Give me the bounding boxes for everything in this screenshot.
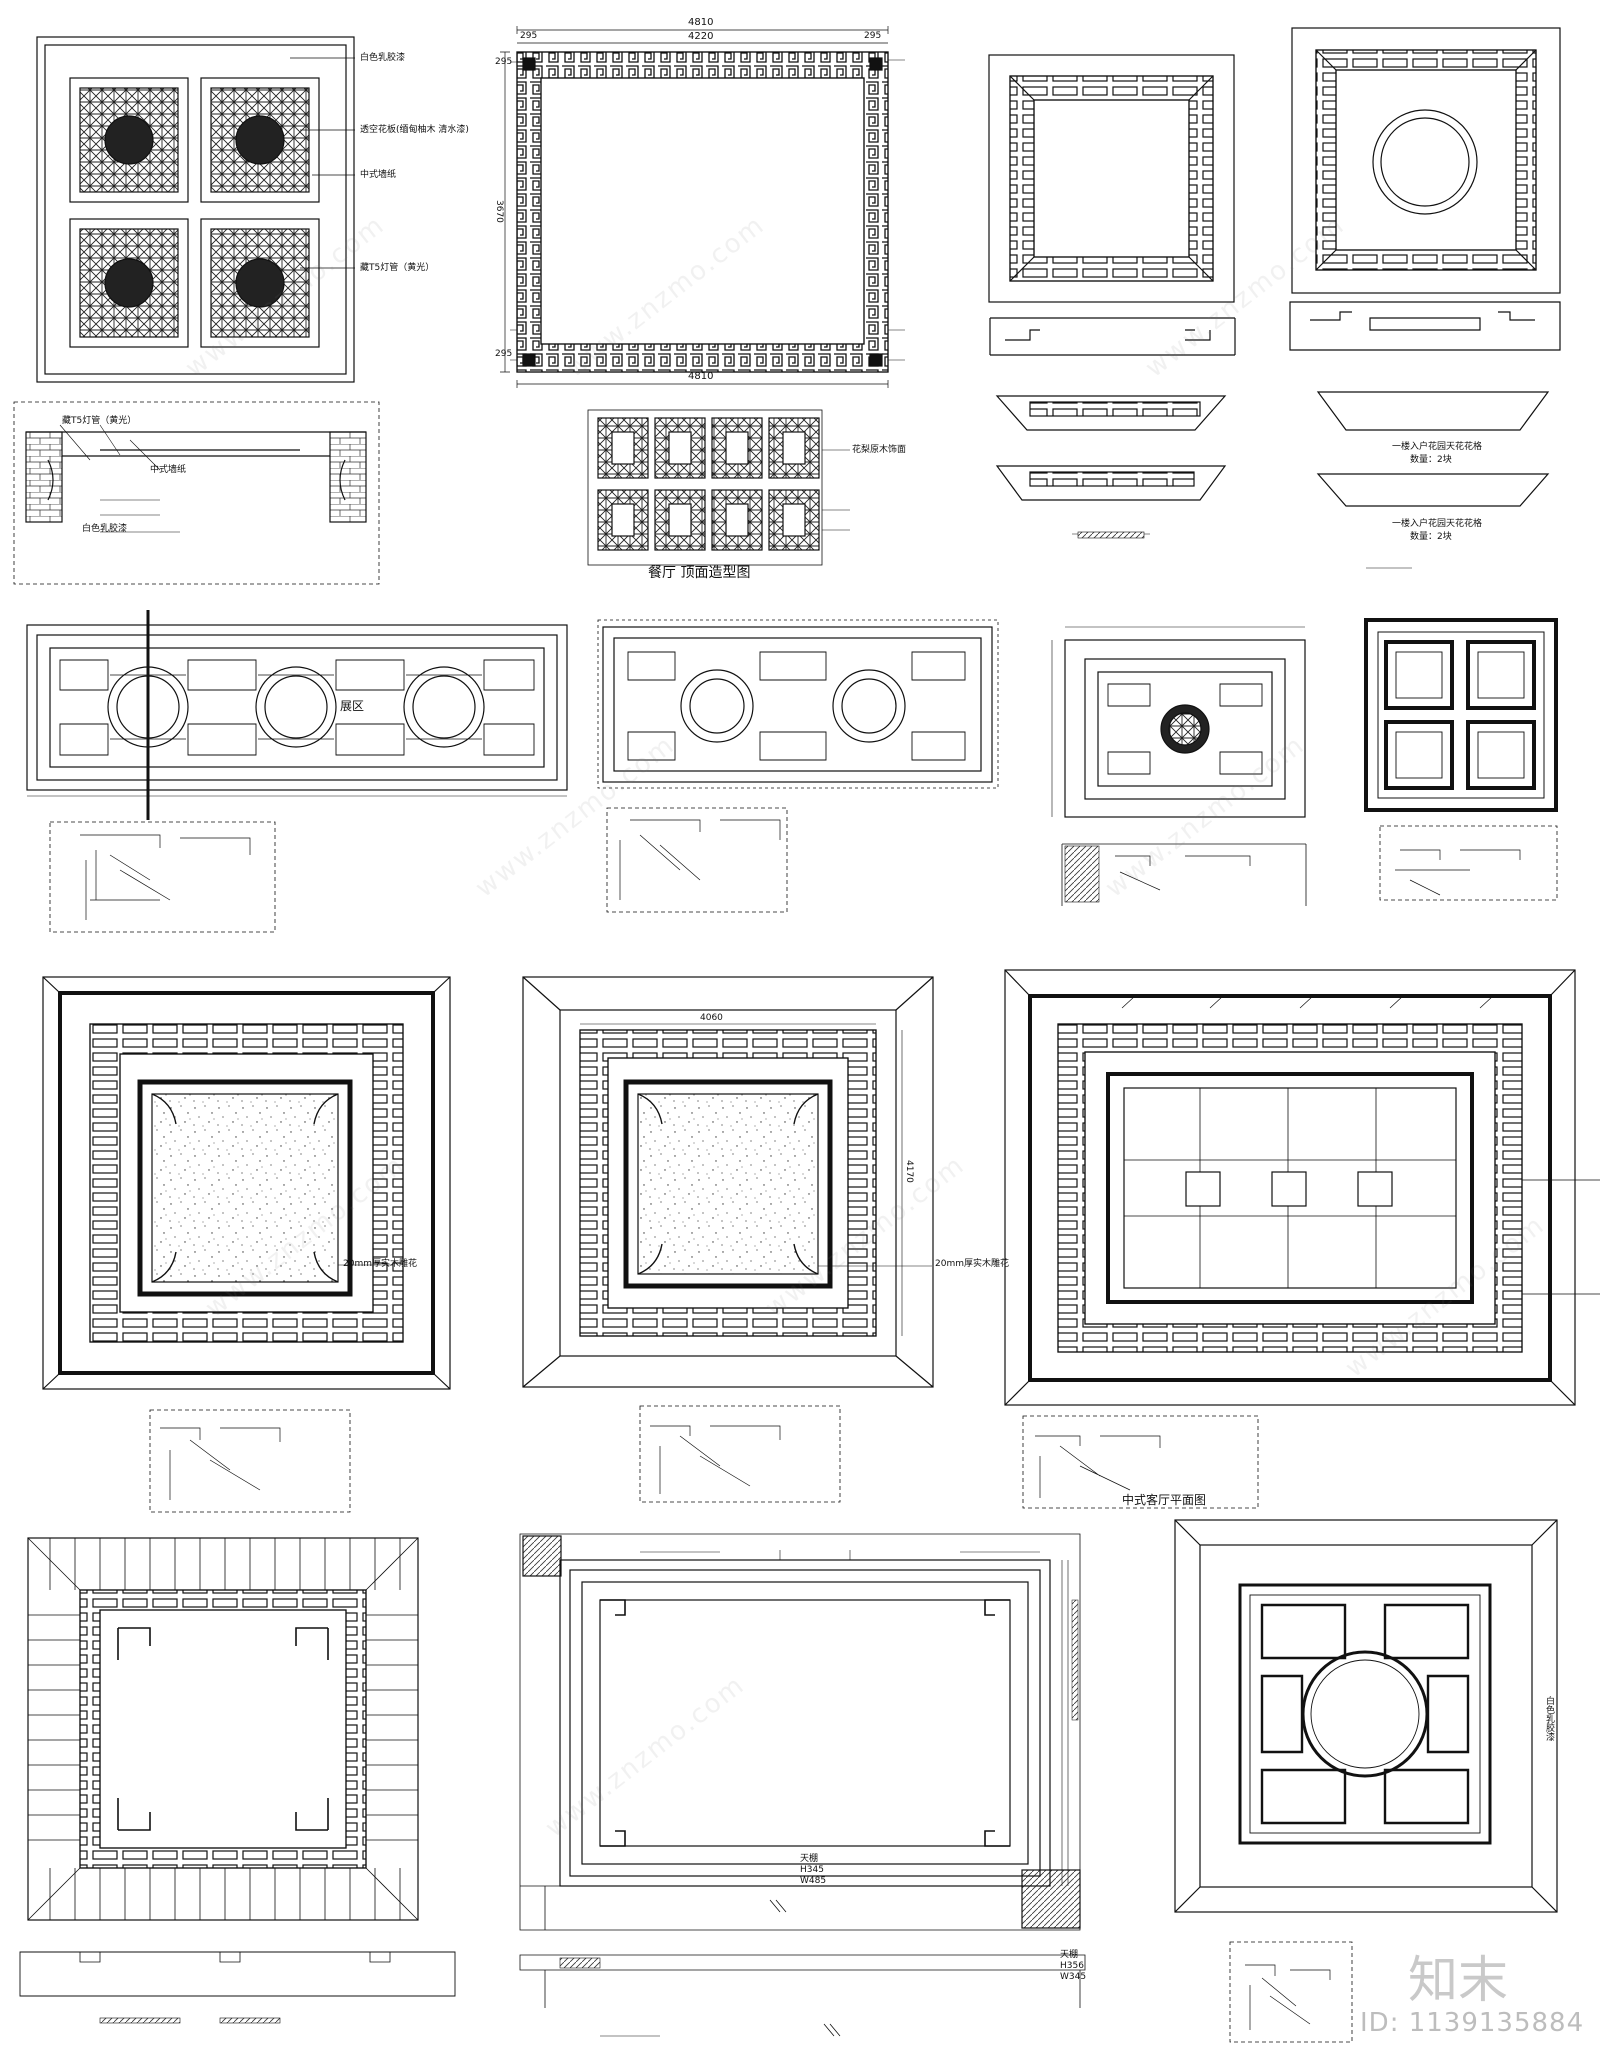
- section-medium-two-circles: [606, 807, 788, 913]
- label-lattice-2: 一楼入户花园天花花格: [1392, 519, 1483, 529]
- dining-ceiling-title: 餐厅 顶面造型图: [648, 565, 751, 581]
- label-width-a: W485: [800, 1876, 827, 1886]
- plan-square-ladder-frame: [988, 54, 1235, 303]
- carved-panel-1: [69, 77, 189, 203]
- label-lattice-1: 一楼入户花园天花花格: [1392, 442, 1483, 452]
- section-square-ladder: [989, 317, 1236, 539]
- label-t5-lamp: 藏T5灯管（黄光）: [360, 263, 435, 273]
- carved-panel-4: [200, 218, 320, 348]
- section-four-squares: [1379, 825, 1558, 901]
- label-chinese-wallpaper: 中式墙纸: [360, 170, 397, 180]
- plan-elevation-rectangle: [519, 1533, 1081, 1931]
- label-ceiling-a: 天棚: [800, 1854, 819, 1864]
- plan-four-squares: [1364, 618, 1558, 812]
- plan-dining-fret-frame: [500, 26, 905, 388]
- label-height-b: H356: [1060, 1961, 1084, 1971]
- label-exhibition-zone: 展区: [340, 699, 365, 713]
- plan-carved-panels: [36, 36, 355, 383]
- section-carved-panels: [13, 401, 380, 585]
- section-medallion-panel: [1061, 843, 1307, 906]
- label-qty-1: 数量：2块: [1410, 455, 1452, 465]
- section-radiating-beams: [19, 1951, 456, 2024]
- plan-speckle-fret-2: [522, 976, 934, 1388]
- dim-margin-3: 295: [495, 57, 513, 67]
- label-carved-wood-2: 20mm厚实木雕花: [935, 1259, 1009, 1269]
- label-carved-panel: 透空花板(缅甸柚木 清水漆): [360, 125, 469, 135]
- plan-long-three-circles: [26, 610, 568, 820]
- dim-margin-4: 295: [495, 349, 513, 359]
- section-speckle-fret-2: [639, 1405, 841, 1503]
- section-long-three-circles: [49, 821, 276, 933]
- label-height-a: H345: [800, 1865, 824, 1875]
- dim-height: 3670: [494, 200, 504, 223]
- section-circle-crossed-panels: [1229, 1941, 1353, 2043]
- dim-frame-width: 4060: [700, 1013, 723, 1023]
- brand-logo: 知末: [1408, 1951, 1508, 2009]
- label-qty-2: 数量：2块: [1410, 532, 1452, 542]
- section-living-room: [1022, 1415, 1259, 1509]
- section-label-wallpaper: 中式墙纸: [150, 465, 187, 475]
- dim-width-inner: 4220: [688, 31, 714, 42]
- dim-width-bottom: 4810: [688, 371, 714, 382]
- plan-medallion-panel: [1051, 626, 1306, 818]
- section-label-t5: 藏T5灯管（黄光）: [62, 416, 137, 426]
- dim-margin-1: 295: [520, 31, 538, 41]
- label-width-b: W345: [1060, 1972, 1087, 1982]
- dim-frame-height: 4170: [904, 1160, 914, 1183]
- plan-living-room-fret: [1004, 969, 1600, 1406]
- section-square-frame-circle: [1289, 301, 1561, 569]
- section-elevation-rectangle: [519, 1954, 1086, 2037]
- dim-margin-2: 295: [864, 31, 882, 41]
- label-rosewood: 花梨原木饰面: [852, 445, 907, 455]
- dining-ceiling-panels: [587, 409, 850, 566]
- label-white-latex-2: 白色乳胶漆: [1544, 1696, 1554, 1741]
- plan-speckle-fret-1: [42, 976, 451, 1390]
- plan-medium-two-circles: [597, 619, 999, 789]
- brand-id: ID: 1139135884: [1360, 2008, 1585, 2038]
- carved-panel-3: [69, 218, 189, 348]
- living-room-title: 中式客厅平面图: [1122, 1493, 1207, 1507]
- plan-square-frame-circle: [1291, 27, 1561, 294]
- section-speckle-fret-1: [149, 1409, 351, 1513]
- label-ceiling-b: 天棚: [1060, 1950, 1079, 1960]
- section-label-latex: 白色乳胶漆: [82, 524, 128, 534]
- plan-radiating-beams: [27, 1537, 419, 1921]
- dim-width-top: 4810: [688, 17, 714, 28]
- label-white-latex: 白色乳胶漆: [360, 53, 406, 63]
- carved-panel-2: [200, 77, 320, 203]
- label-carved-wood-1: 20mm厚实木雕花: [343, 1259, 417, 1269]
- plan-circle-crossed-panels: [1174, 1519, 1558, 1913]
